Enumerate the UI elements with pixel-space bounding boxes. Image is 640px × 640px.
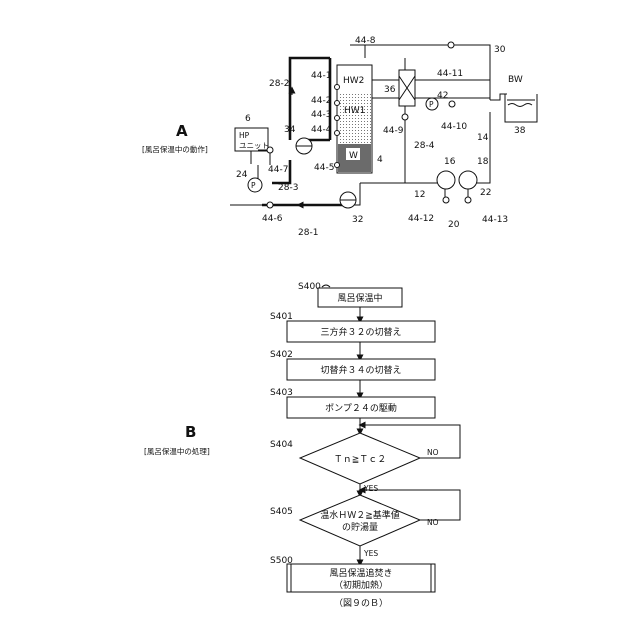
bathtub [505, 94, 537, 122]
svg-text:44-6: 44-6 [262, 214, 283, 224]
svg-text:28-4: 28-4 [414, 141, 435, 151]
svg-text:22: 22 [480, 188, 491, 198]
svg-text:44-3: 44-3 [311, 110, 331, 120]
svg-text:18: 18 [477, 157, 489, 167]
svg-text:42: 42 [437, 91, 448, 101]
svg-text:44-13: 44-13 [482, 215, 508, 225]
step-s405-text-2: の貯湯量 [342, 522, 378, 533]
pump-24-mark: P [251, 181, 256, 190]
pump-42-mark: P [429, 100, 434, 109]
step-s403-text: ポンプ２４の駆動 [325, 403, 397, 414]
hp-unit-label-1: HP [239, 131, 250, 140]
step-s404-text: Ｔｎ≧Ｔｃ２ [334, 455, 387, 465]
svg-text:44-12: 44-12 [408, 214, 434, 224]
svg-text:44-9: 44-9 [383, 126, 404, 136]
part-b-letter: B [185, 423, 196, 441]
step-s404-yes-label: YES [363, 484, 378, 493]
valve-18 [459, 171, 477, 189]
layer-hw2-label: HW2 [343, 76, 364, 86]
svg-text:44-1: 44-1 [311, 71, 331, 81]
svg-text:44-8: 44-8 [355, 36, 376, 46]
svg-text:28-2: 28-2 [269, 79, 289, 89]
part-b-caption: [風呂保温中の処理] [144, 446, 210, 456]
step-s400-text: 風呂保温中 [337, 292, 382, 304]
layer-w-label: W [349, 151, 358, 161]
svg-text:28-1: 28-1 [298, 228, 318, 238]
svg-text:44-11: 44-11 [437, 69, 463, 79]
layer-hw1-label: HW1 [344, 106, 365, 116]
svg-text:44-5: 44-5 [314, 163, 334, 173]
svg-text:44-7: 44-7 [268, 165, 288, 175]
hp-unit-label-2: ユニット [239, 141, 269, 150]
step-s400-tick [322, 285, 330, 287]
svg-text:16: 16 [444, 157, 456, 167]
svg-text:24: 24 [236, 170, 248, 180]
layer-mid-fill [338, 124, 371, 144]
valve-16 [437, 171, 455, 189]
step-s402-text: 切替弁３４の切替え [320, 364, 401, 376]
step-s500-text-1: 風呂保温追焚き [329, 567, 392, 579]
svg-text:44-2: 44-2 [311, 96, 331, 106]
svg-text:14: 14 [477, 133, 489, 143]
step-s404-no-label: NO [427, 448, 439, 457]
bath-water-wave [508, 104, 532, 107]
figure-reference: （図９のＢ） [334, 598, 388, 609]
system-diagram: A [風呂保温中の動作] HP ユニット HW2 HW1 [142, 36, 537, 238]
svg-text:44-4: 44-4 [311, 125, 332, 135]
svg-text:6: 6 [245, 114, 251, 124]
step-s500-text-2: （初期加熱） [334, 579, 388, 591]
svg-text:44-10: 44-10 [441, 122, 467, 132]
step-s405-yes-label: YES [363, 549, 378, 558]
step-s401-text: 三方弁３２の切替え [320, 326, 401, 338]
reference-numerals: 44-8 30 28-2 44-1 44-11 36 42 44-2 44-3 … [236, 36, 526, 238]
svg-text:28-3: 28-3 [278, 183, 298, 193]
step-s405-text-1: 温水ＨＷ２≧基準値 [320, 509, 400, 521]
step-s405-id: S405 [270, 507, 293, 517]
svg-text:20: 20 [448, 220, 460, 230]
svg-text:32: 32 [352, 215, 363, 225]
svg-text:38: 38 [514, 126, 526, 136]
step-s404-id: S404 [270, 440, 293, 450]
svg-text:30: 30 [494, 45, 506, 55]
bath-label: BW [508, 75, 523, 85]
part-a-caption: [風呂保温中の動作] [142, 144, 208, 154]
part-a-letter: A [176, 122, 188, 140]
svg-text:4: 4 [377, 155, 383, 165]
svg-text:12: 12 [414, 190, 425, 200]
svg-text:34: 34 [284, 125, 296, 135]
svg-text:36: 36 [384, 85, 396, 95]
step-s405-no-label: NO [427, 518, 439, 527]
flowchart: B [風呂保温中の処理] S400 風呂保温中 S401 三方弁３２の切替え S… [144, 282, 460, 609]
pipe-30-bath [490, 94, 507, 100]
pipe-14 [475, 112, 490, 183]
